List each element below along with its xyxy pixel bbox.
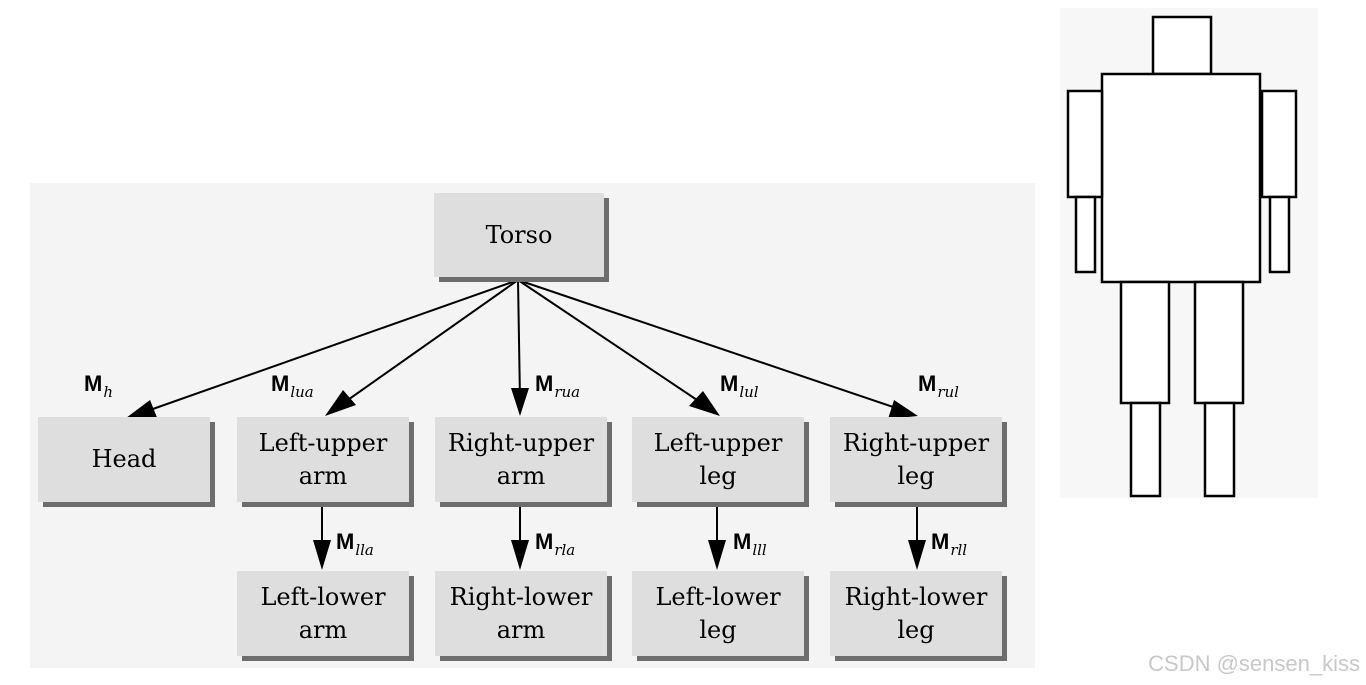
node-left-upper-arm-line1: Left-upper <box>258 428 388 457</box>
node-right-lower-leg-line2: leg <box>897 615 935 644</box>
arrowhead-right-upper-leg <box>888 400 918 419</box>
robot-right-upper-leg <box>1193 280 1245 405</box>
node-torso-label: Torso <box>485 220 553 249</box>
edge-label-m-rla: Mrla <box>535 529 575 559</box>
edge-label-m-lla: Mlla <box>336 529 374 559</box>
node-head: Head <box>38 417 210 502</box>
edge-label-m-lul-sub: lul <box>739 383 759 401</box>
edge-label-m-h: Mh <box>84 371 113 401</box>
edge-label-m-rll: Mrll <box>931 529 967 559</box>
edge-label-m-h-main: M <box>84 371 103 396</box>
edge-label-m-lul: Mlul <box>720 371 759 401</box>
node-right-upper-arm-line1: Right-upper <box>447 428 595 457</box>
node-left-upper-arm-line2: arm <box>298 461 348 490</box>
edge-label-m-rll-main: M <box>931 529 950 554</box>
node-left-upper-leg: Left-upper leg <box>632 417 804 502</box>
edge-label-m-rua: Mrua <box>535 371 580 401</box>
robot-right-lower-leg <box>1203 401 1236 498</box>
node-left-lower-leg-line1: Left-lower <box>655 582 781 611</box>
node-left-lower-arm-line1: Left-lower <box>260 582 386 611</box>
arrowhead-right-lower-leg <box>908 540 926 570</box>
edge-torso-left-upper-arm <box>344 279 519 403</box>
robot-torso <box>1100 72 1262 284</box>
edge-label-m-lla-sub: lla <box>355 541 374 559</box>
edge-label-m-lua-main: M <box>271 371 290 396</box>
node-torso: Torso <box>434 193 604 277</box>
edge-label-m-rua-sub: rua <box>554 383 581 401</box>
edge-torso-right-upper-leg <box>517 279 903 411</box>
edge-label-m-lll: Mlll <box>733 529 767 559</box>
arrowhead-right-lower-arm <box>511 540 529 570</box>
edge-torso-left-upper-leg <box>517 279 701 403</box>
robot-left-lower-leg <box>1129 401 1162 498</box>
watermark: CSDN @sensen_kiss <box>1148 651 1360 676</box>
node-right-lower-leg: Right-lower leg <box>830 571 1002 656</box>
edge-label-m-rla-main: M <box>535 529 554 554</box>
edge-label-m-rua-main: M <box>535 371 554 396</box>
edge-label-m-rll-sub: rll <box>950 541 968 559</box>
node-left-upper-leg-line1: Left-upper <box>653 428 783 457</box>
edge-label-m-lla-main: M <box>336 529 355 554</box>
robot-left-lower-arm <box>1074 195 1097 274</box>
arrowhead-right-upper-arm <box>511 388 529 416</box>
arrowhead-left-lower-arm <box>313 540 331 570</box>
arrowhead-left-lower-leg <box>708 540 726 570</box>
edge-torso-head <box>149 279 519 411</box>
edge-torso-right-upper-arm <box>517 279 521 401</box>
arrowhead-left-upper-arm <box>325 390 356 416</box>
edge-label-m-rul-sub: rul <box>937 383 959 401</box>
edge-label-m-lll-sub: lll <box>752 541 767 559</box>
robot-left-upper-leg <box>1119 280 1171 405</box>
edge-label-m-rul: Mrul <box>918 371 959 401</box>
arrowhead-head <box>126 400 158 420</box>
node-right-upper-leg: Right-upper leg <box>830 417 1002 502</box>
node-left-upper-leg-line2: leg <box>699 461 737 490</box>
edge-label-m-lua: Mlua <box>271 371 314 401</box>
edge-label-m-lul-main: M <box>720 371 739 396</box>
edge-label-m-h-sub: h <box>103 383 113 401</box>
arrowhead-left-upper-leg <box>689 391 720 416</box>
node-left-lower-arm-line2: arm <box>298 615 348 644</box>
edge-label-m-lua-sub: lua <box>290 383 314 401</box>
edge-label-m-rul-main: M <box>918 371 937 396</box>
node-right-upper-leg-line2: leg <box>897 461 935 490</box>
robot-left-upper-arm <box>1066 89 1104 199</box>
edge-label-m-lll-main: M <box>733 529 752 554</box>
node-left-lower-leg: Left-lower leg <box>632 571 804 656</box>
robot-head <box>1151 15 1213 76</box>
node-right-upper-arm-line2: arm <box>496 461 546 490</box>
node-right-lower-arm-line1: Right-lower <box>449 582 593 611</box>
node-left-lower-arm: Left-lower arm <box>237 571 409 656</box>
node-left-lower-leg-line2: leg <box>699 615 737 644</box>
node-right-upper-leg-line1: Right-upper <box>842 428 990 457</box>
node-right-lower-arm: Right-lower arm <box>435 571 607 656</box>
robot-right-upper-arm <box>1260 89 1298 199</box>
edge-label-m-rla-sub: rla <box>554 541 576 559</box>
robot-right-lower-arm <box>1268 195 1291 274</box>
node-head-label: Head <box>91 445 157 473</box>
node-right-upper-arm: Right-upper arm <box>435 417 607 502</box>
node-right-lower-leg-line1: Right-lower <box>844 582 988 611</box>
node-right-lower-arm-line2: arm <box>496 615 546 644</box>
node-left-upper-arm: Left-upper arm <box>237 417 409 502</box>
